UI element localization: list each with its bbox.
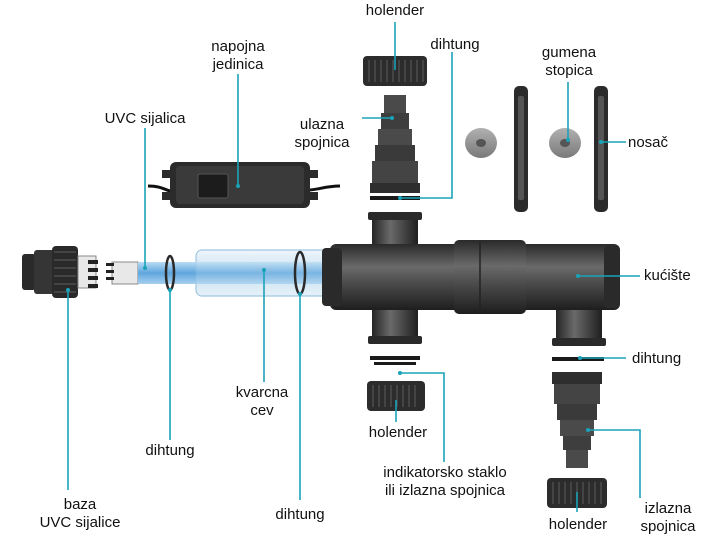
leader-indicator — [400, 372, 445, 462]
rubber-foot-2 — [549, 128, 581, 158]
inlet-hose-connector — [370, 95, 420, 193]
label-baza-uvc-sijalice: baza UVC sijalice — [39, 496, 121, 531]
label-kuciste: kućište — [644, 267, 691, 284]
label-uvc-sijalica: UVC sijalica — [104, 110, 186, 127]
holender-nut-top — [363, 56, 427, 86]
label-napojna-jedinica: napojna jedinica — [211, 38, 265, 73]
uvc-lamp-base — [22, 246, 98, 298]
mounting-clip-2 — [594, 86, 608, 212]
gasket-left — [370, 356, 420, 360]
leader-lines — [67, 22, 641, 512]
mounting-clip-1 — [514, 86, 528, 212]
label-dihtung-left: dihtung — [145, 442, 195, 459]
leader-dots — [66, 116, 603, 432]
label-indikatorsko-staklo: indikatorsko staklo ili izlazna spojnica — [383, 464, 507, 499]
holender-nut-mid — [367, 381, 425, 411]
sterilizer-housing — [322, 212, 620, 346]
label-gumena-stopica: gumena stopica — [541, 44, 597, 79]
gasket-left-2 — [374, 362, 416, 365]
outlet-hose-connector — [552, 372, 602, 468]
leader-gasket-top — [400, 52, 453, 199]
label-holender-bottom: holender — [548, 516, 608, 533]
label-izlazna-spojnica: izlazna spojnica — [640, 500, 696, 535]
label-holender-mid: holender — [368, 424, 428, 441]
label-dihtung-right: dihtung — [632, 350, 682, 367]
gasket-right — [552, 357, 604, 361]
power-supply-unit — [147, 162, 341, 208]
label-holender-top: holender — [365, 2, 425, 19]
label-dihtung-top: dihtung — [430, 36, 480, 53]
label-dihtung-bottom: dihtung — [275, 506, 325, 523]
rubber-foot-1 — [465, 128, 497, 158]
gasket-top — [370, 196, 420, 200]
leader-outlet — [588, 429, 641, 498]
label-nosac: nosač — [628, 134, 669, 151]
label-kvarcna-cev: kvarcna cev — [235, 384, 289, 419]
label-ulazna-spojnica: ulazna spojnica — [294, 116, 350, 151]
